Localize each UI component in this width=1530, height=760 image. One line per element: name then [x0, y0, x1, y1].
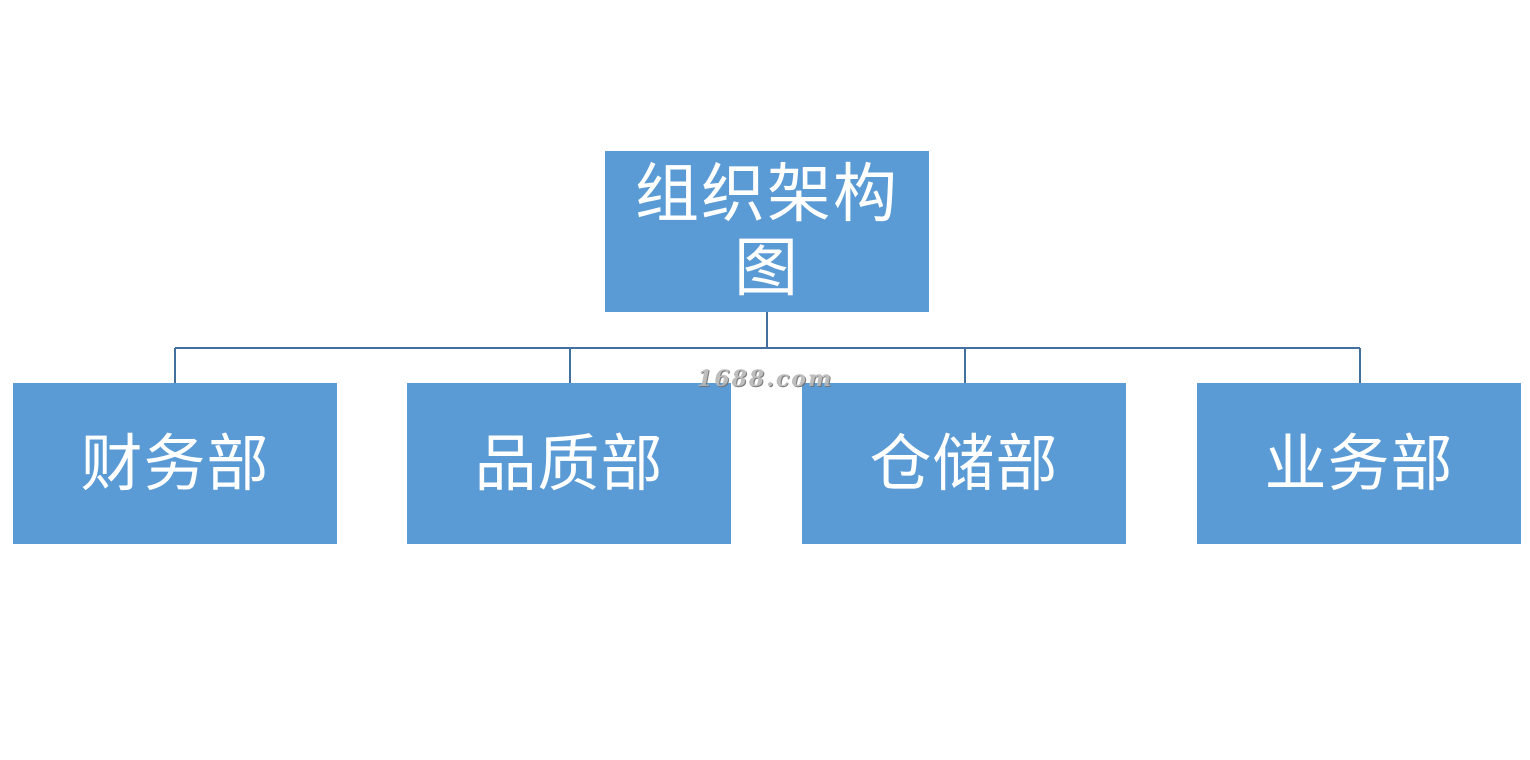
child-node-finance: 财务部	[13, 383, 337, 544]
child-node-quality: 品质部	[407, 383, 731, 544]
child-node-label: 品质部	[474, 426, 664, 500]
watermark-text: 1688.com	[697, 366, 834, 392]
child-node-sales: 业务部	[1197, 383, 1521, 544]
child-node-label: 仓储部	[869, 426, 1059, 500]
root-node: 组织架构图	[605, 151, 929, 312]
child-node-label: 财务部	[80, 426, 270, 500]
child-node-warehouse: 仓储部	[802, 383, 1126, 544]
root-node-label: 组织架构图	[635, 157, 899, 306]
child-node-label: 业务部	[1264, 426, 1454, 500]
